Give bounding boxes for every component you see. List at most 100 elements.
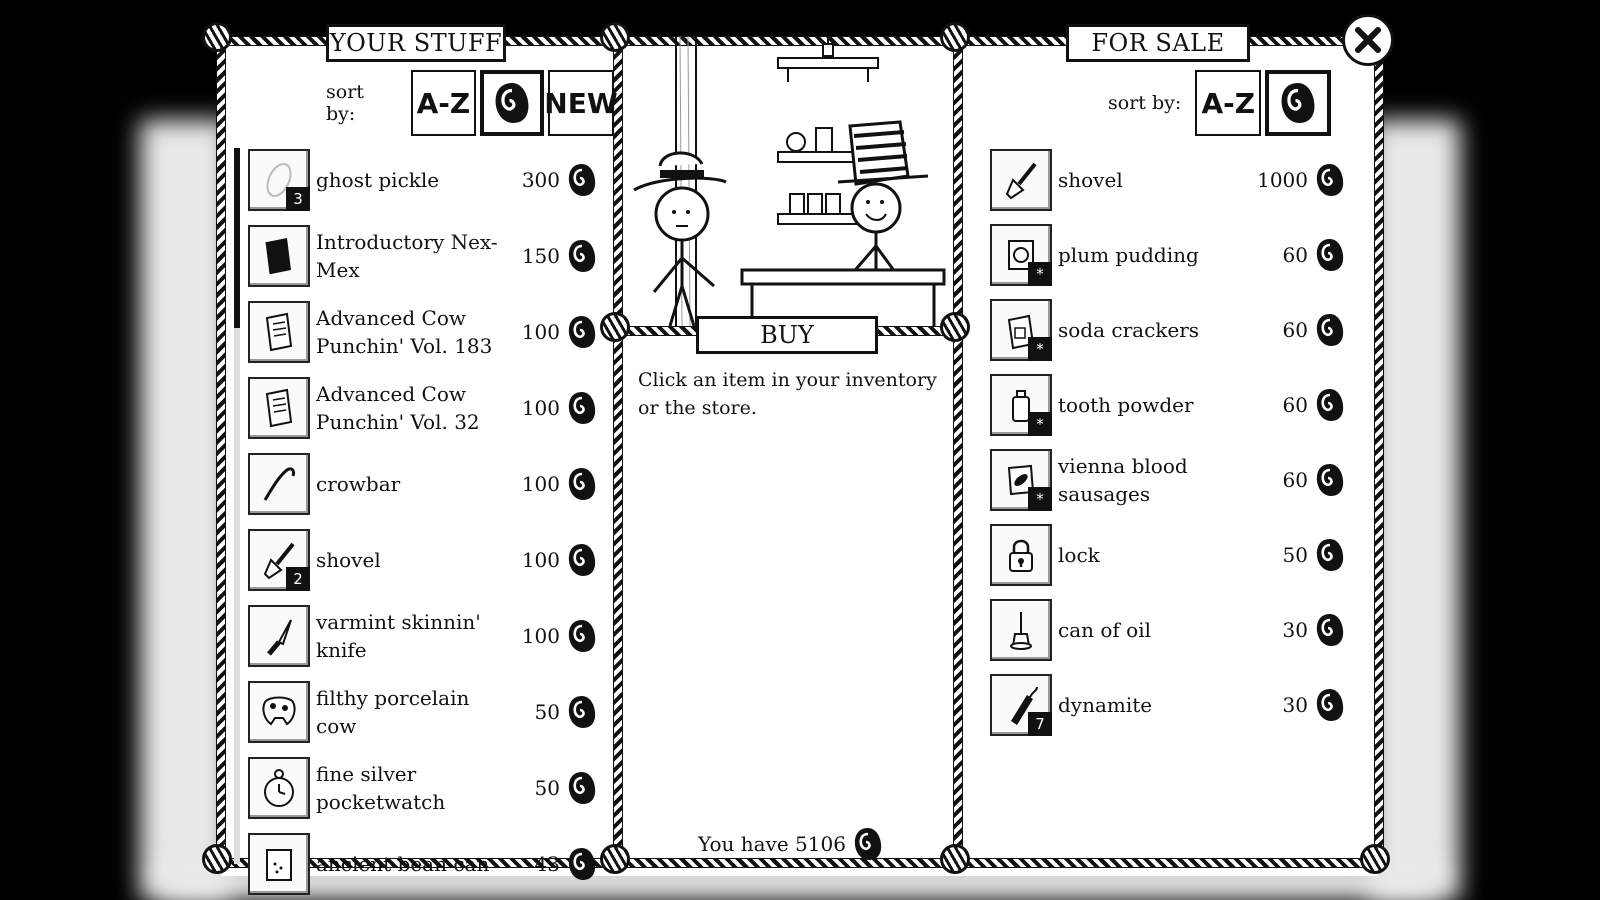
item-price: 30: [1282, 693, 1308, 717]
item-name: tooth powder: [1058, 393, 1194, 417]
ghost-pickle-icon: 3: [248, 149, 310, 211]
knife-icon: [248, 605, 310, 667]
new-badge: *: [1028, 487, 1052, 511]
item-price: 100: [521, 472, 560, 496]
item-name: shovel: [1058, 168, 1123, 192]
meat-coin-icon: [1316, 239, 1344, 271]
buy-button[interactable]: BUY: [696, 316, 878, 354]
item-price: 60: [1282, 468, 1308, 492]
meat-coin-icon: [1316, 164, 1344, 196]
for-sale-sort-bar: sort by: A-Z: [1108, 70, 1332, 136]
sort-az-button[interactable]: A-Z: [411, 70, 476, 136]
item-name: varmint skinnin' knife: [316, 610, 481, 662]
bean-can-icon: [248, 833, 310, 895]
for-sale-panel: FOR SALE sort by: A-Z shovel 1000: [958, 24, 1374, 876]
inventory-scroll-track[interactable]: [234, 148, 240, 864]
new-badge: *: [1028, 337, 1052, 361]
shopkeeper-scene: [633, 35, 946, 327]
wallet-balance: You have 5106: [698, 826, 884, 862]
inventory-item[interactable]: crowbar 100: [248, 452, 598, 516]
store-item[interactable]: * soda crackers 60: [990, 298, 1346, 362]
item-price: 100: [521, 320, 560, 344]
inventory-item[interactable]: Introductory Nex-Mex 150: [248, 224, 598, 288]
book-icon: [248, 301, 310, 363]
item-name: Advanced Cow Punchin' Vol. 32: [316, 382, 480, 434]
item-price: 43: [534, 852, 560, 876]
item-name: shovel: [316, 548, 381, 572]
meat-coin-icon: [568, 392, 596, 424]
meat-coin-icon: [568, 544, 596, 576]
soda-crackers-icon: *: [990, 299, 1052, 361]
meat-coin-icon: [568, 164, 596, 196]
store-item[interactable]: shovel 1000: [990, 148, 1346, 212]
item-price: 150: [521, 244, 560, 268]
inventory-item[interactable]: 3 ghost pickle 300: [248, 148, 598, 212]
for-sale-list: shovel 1000 * plum pudding 60 * soda cra…: [990, 148, 1346, 768]
meat-coin-icon: [1316, 614, 1344, 646]
sort-price-button[interactable]: [1265, 70, 1332, 136]
for-sale-title: FOR SALE: [1066, 24, 1250, 62]
store-item[interactable]: * tooth powder 60: [990, 373, 1346, 437]
store-item[interactable]: * vienna blood sausages 60: [990, 448, 1346, 512]
inventory-item[interactable]: filthy porcelain cow 50: [248, 680, 598, 744]
item-price: 30: [1282, 618, 1308, 642]
shovel-icon: [990, 149, 1052, 211]
item-name: can of oil: [1058, 618, 1151, 642]
pocketwatch-icon: [248, 757, 310, 819]
item-price: 50: [1282, 543, 1308, 567]
sort-az-button[interactable]: A-Z: [1195, 70, 1262, 136]
meat-coin-icon: [568, 696, 596, 728]
item-name: soda crackers: [1058, 318, 1200, 342]
quantity-badge: 3: [286, 187, 310, 211]
store-window: YOUR STUFF sort by: A-Z NEW 3 ghost pick…: [202, 22, 1390, 895]
item-price: 60: [1282, 243, 1308, 267]
sausage-can-icon: *: [990, 449, 1052, 511]
sort-price-button[interactable]: [479, 70, 544, 136]
porcelain-cow-icon: [248, 681, 310, 743]
meat-coin-icon: [568, 240, 596, 272]
item-price: 1000: [1257, 168, 1308, 192]
item-name: ghost pickle: [316, 168, 440, 192]
shop-counter-panel: BUY Click an item in your inventory or t…: [618, 35, 954, 876]
book-icon: [248, 377, 310, 439]
item-name: filthy porcelain cow: [316, 686, 470, 738]
store-item[interactable]: 7 dynamite 30: [990, 673, 1346, 737]
meat-coin-icon: [568, 772, 596, 804]
crowbar-icon: [248, 453, 310, 515]
item-name: Introductory Nex-Mex: [316, 230, 498, 282]
item-price: 50: [534, 700, 560, 724]
item-price: 100: [521, 548, 560, 572]
inventory-item[interactable]: fine silver pocketwatch 50: [248, 756, 598, 820]
wallet-text: You have 5106: [698, 832, 846, 856]
item-name: vienna blood sausages: [1058, 454, 1188, 506]
meat-coin-icon: [1316, 314, 1344, 346]
meat-coin-icon: [568, 620, 596, 652]
your-stuff-panel: YOUR STUFF sort by: A-Z NEW 3 ghost pick…: [222, 24, 618, 895]
your-stuff-sort-bar: sort by: A-Z NEW: [326, 70, 618, 136]
store-item[interactable]: lock 50: [990, 523, 1346, 587]
inventory-item[interactable]: Advanced Cow Punchin' Vol. 32 100: [248, 376, 598, 440]
tooth-powder-icon: *: [990, 374, 1052, 436]
inventory-item[interactable]: ancient bean can 43: [248, 832, 598, 896]
item-price: 60: [1282, 393, 1308, 417]
inventory-item[interactable]: 2 shovel 100: [248, 528, 598, 592]
book-icon: [248, 225, 310, 287]
inventory-item[interactable]: Advanced Cow Punchin' Vol. 183 100: [248, 300, 598, 364]
store-item[interactable]: * plum pudding 60: [990, 223, 1346, 287]
meat-coin-icon: [1316, 389, 1344, 421]
inventory-list: 3 ghost pickle 300 Introductory Nex-Mex …: [248, 148, 598, 895]
quantity-badge: 7: [1028, 712, 1052, 736]
close-button[interactable]: [1342, 14, 1394, 66]
inventory-scroll-thumb[interactable]: [234, 148, 240, 328]
plum-pudding-icon: *: [990, 224, 1052, 286]
item-name: ancient bean can: [316, 852, 490, 876]
item-price: 100: [521, 396, 560, 420]
sort-new-button[interactable]: NEW: [544, 70, 618, 136]
store-item[interactable]: can of oil 30: [990, 598, 1346, 662]
meat-coin-icon: [568, 468, 596, 500]
sort-label: sort by:: [326, 81, 364, 125]
inventory-item[interactable]: varmint skinnin' knife 100: [248, 604, 598, 668]
new-badge: *: [1028, 412, 1052, 436]
instructions-text: Click an item in your inventory or the s…: [638, 369, 937, 419]
shovel-icon: 2: [248, 529, 310, 591]
